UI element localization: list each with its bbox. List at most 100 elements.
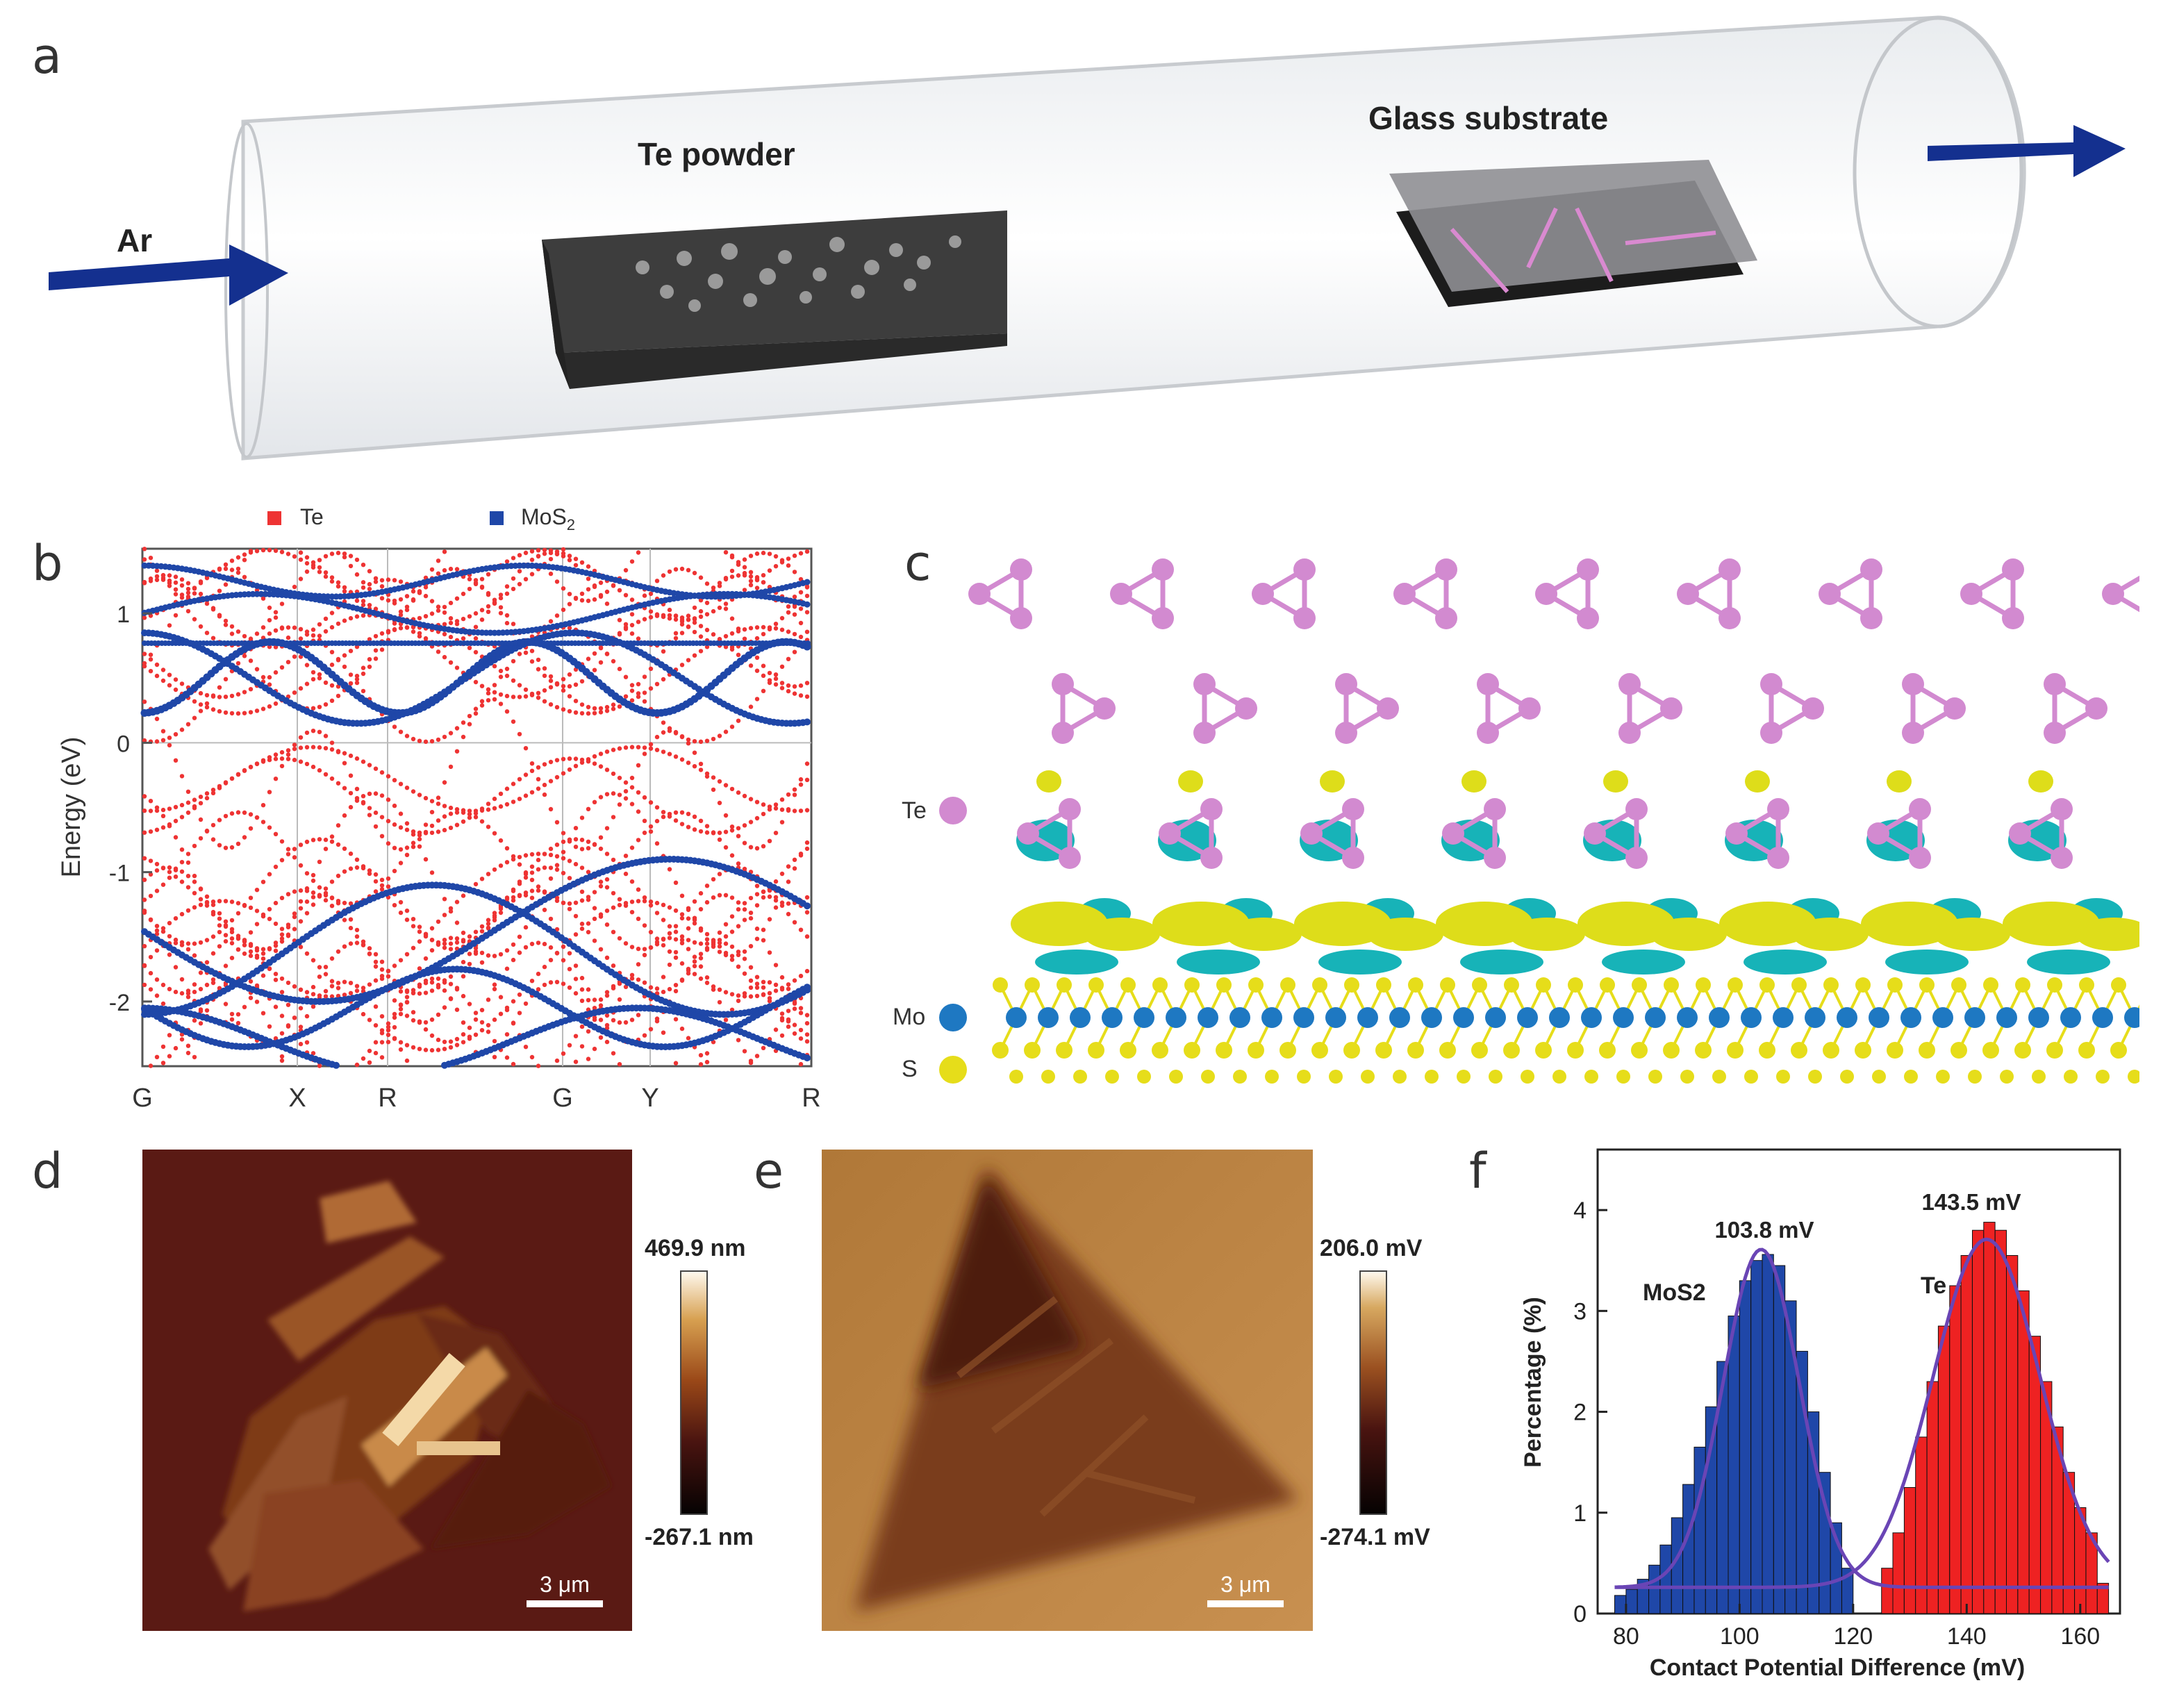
band-dot [805,640,811,646]
band-dot [642,795,647,800]
band-dot [592,597,597,602]
band-dot [329,740,335,745]
band-dot [717,800,722,806]
band-dot [698,575,704,580]
band-dot [729,944,735,950]
band-dot [317,565,322,570]
band-dot [298,735,304,740]
band-dot [686,916,691,921]
s-atom [1489,1070,1502,1084]
band-dot [185,1043,191,1048]
band-dot [673,908,679,913]
band-dot [748,574,754,579]
band-dot [611,706,616,711]
te-atom [1017,822,1039,845]
band-dot [336,621,341,627]
band-dot [504,559,510,564]
band-dot [629,945,635,950]
band-dot [623,694,629,699]
band-dot [173,1045,179,1051]
band-dot [454,1043,460,1047]
band-dot [361,613,366,618]
band-dot [579,889,585,895]
band-dot [498,804,504,809]
band-dot [442,988,447,993]
te-atom [1159,822,1181,845]
band-dot [479,960,485,965]
band-dot [736,964,741,969]
band-dot [354,756,360,761]
band-dot [804,846,810,852]
band-dot [598,706,604,711]
band-dot [254,983,260,988]
te-atom [1535,583,1557,605]
band-dot [310,1051,316,1056]
band-dot [398,989,404,994]
band-dot [536,884,541,889]
band-dot [692,921,697,926]
band-dot [604,704,610,710]
band-dot [748,965,754,970]
xtick-label: 160 [2060,1623,2100,1650]
band-dot [492,954,497,959]
band-dot [279,976,285,981]
band-dot [498,906,504,911]
band-dot [573,837,579,842]
band-dot [529,761,535,766]
band-dot [617,1062,622,1067]
band-dot [523,577,529,581]
band-dot [648,945,654,950]
s-atom [1088,1042,1104,1059]
band-dot [310,627,316,632]
band-dot [192,843,197,849]
band-dot [142,963,147,968]
s-atom [1759,977,1775,993]
atomic-structure [968,558,2139,1084]
s-atom [1840,1070,1854,1084]
band-dot [542,547,547,553]
band-dot [167,573,172,578]
band-dot [242,1004,247,1010]
band-dot [173,989,179,995]
band-dot [604,1013,610,1018]
band-dot [448,805,454,811]
band-dot [148,657,154,662]
s-atom [1887,977,1903,993]
band-dot [173,687,179,693]
band-dot [536,852,541,856]
band-dot [736,950,741,954]
band-dot [529,649,535,654]
band-dot [598,912,604,917]
band-dot [379,887,385,892]
band-dot [179,879,185,884]
band-dot [592,651,597,656]
band-dot [573,932,579,937]
band-dot [798,693,804,698]
band-dot [742,991,747,996]
histogram-bar-te [2017,1290,2030,1614]
band-dot [223,923,229,928]
band-dot [604,826,610,831]
band-dot [373,766,379,771]
mo-atom [1198,1007,1218,1028]
band-dot [467,722,472,727]
gaussian-fit-te [1614,1237,2110,1589]
s-atom [1727,1042,1744,1059]
band-dot [611,583,616,588]
band-dot [642,745,647,750]
band-dot [536,987,541,992]
band-dot [167,870,172,874]
band-dot [454,749,460,754]
band-dot [529,852,535,857]
band-dot [661,614,666,620]
band-dot [704,941,710,946]
band-dot [423,739,429,745]
band-dot [217,818,222,822]
band-dot [767,894,772,899]
mo-atom [1549,1007,1570,1028]
band-dot [204,1008,210,1013]
band-dot [223,813,229,819]
band-dot [786,1024,791,1029]
band-dot [248,710,254,715]
te-atom [1093,697,1116,720]
